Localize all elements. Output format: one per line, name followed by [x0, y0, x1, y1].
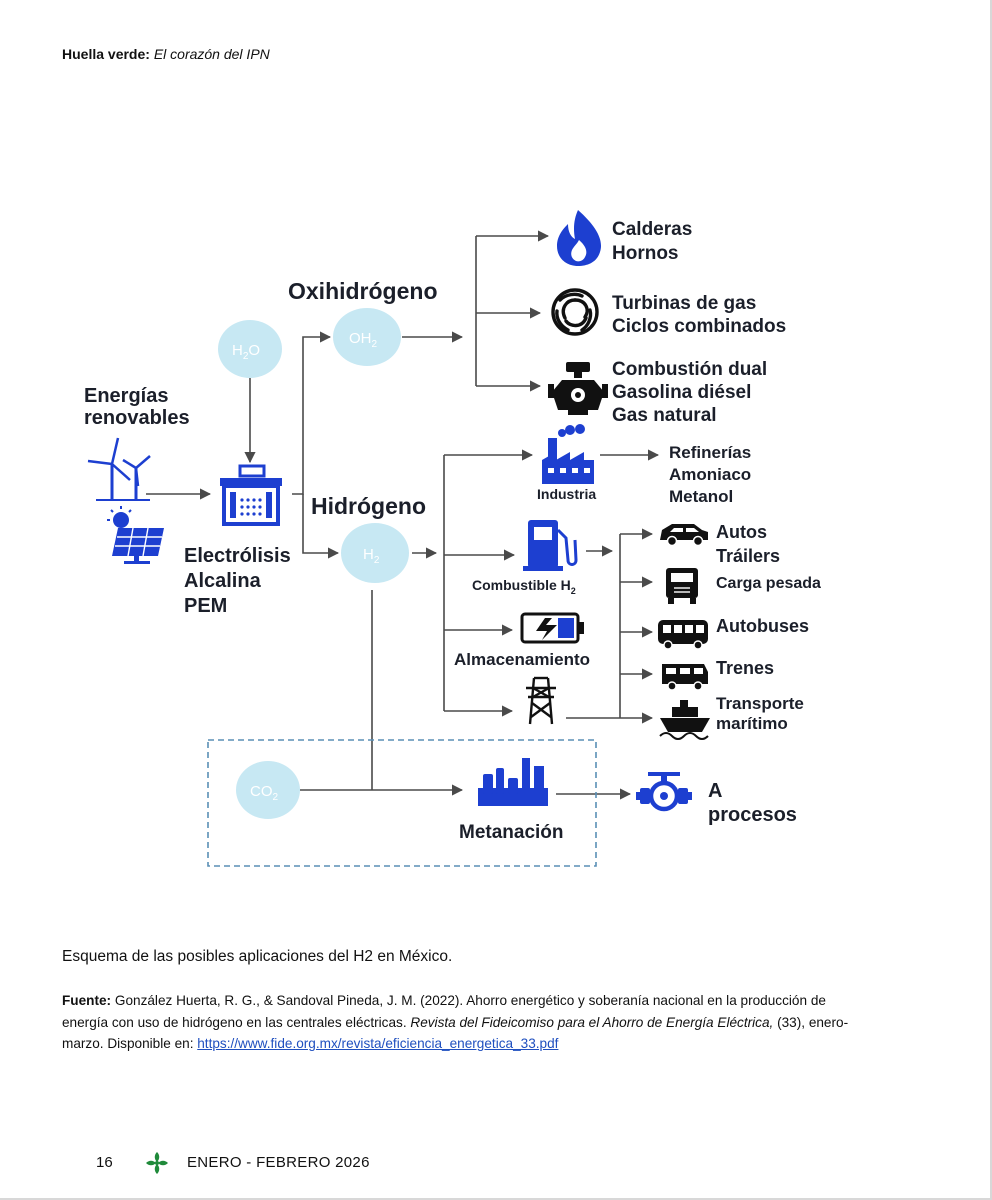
battery-icon [520, 612, 584, 644]
connectors [146, 230, 660, 800]
source-citation: Fuente: González Huerta, R. G., & Sandov… [62, 990, 862, 1055]
svg-text:H2O: H2O [232, 342, 260, 362]
autobuses-label: Autobuses [716, 616, 809, 636]
arrow-to-oxyhydrogen [292, 331, 332, 495]
oh2-sub: 2 [372, 339, 378, 350]
source-label: Fuente: [62, 993, 112, 1008]
water-label: H [232, 342, 243, 359]
transporte-label: Transporte marítimo [716, 694, 809, 733]
refinerias-label: Refinerías Amoniaco Metanol [669, 443, 756, 506]
figure-caption: Esquema de las posibles aplicaciones del… [62, 948, 453, 965]
carga-label: Carga pesada [716, 575, 821, 592]
renewables-label: Energías renovables [84, 385, 190, 429]
running-head: Huella verde: El corazón del IPN [62, 46, 270, 62]
turbine-icon [551, 288, 599, 336]
power-tower-icon [526, 676, 556, 725]
arrow-to-hydrogen [302, 494, 340, 559]
water-sub: 2 [243, 351, 249, 362]
co2-label: CO [250, 783, 273, 800]
hydrogen-heading: Hidrógeno [311, 493, 426, 519]
metanacion-label: Metanación [459, 822, 564, 843]
valve-icon [636, 772, 692, 812]
train-icon [662, 664, 708, 691]
source-text-2: (33), enero-marzo. Disponible en: [62, 1014, 849, 1052]
running-head-bold: Huella verde: [62, 46, 150, 62]
factory-icon [542, 424, 594, 484]
procesos-label: A procesos [708, 780, 797, 826]
combustible-label: Combustible H2 [472, 577, 576, 596]
industria-label: Industria [537, 486, 596, 502]
oxyhydrogen-heading: Oxihidrógeno [288, 278, 438, 304]
ipn-leaf-logo-icon [146, 1152, 168, 1174]
truck-icon [666, 568, 698, 604]
hydrogen-applications-diagram: H2O OH2 H2 CO2 Energías renovables Elect… [84, 210, 821, 867]
methanation-box [207, 739, 597, 867]
source-journal: Revista del Fideicomiso para el Ahorro d… [410, 1014, 774, 1030]
source-text-1: González Huerta, R. G., & Sandoval Pined… [62, 993, 826, 1030]
trenes-label: Trenes [716, 658, 774, 678]
co2-sub: 2 [273, 792, 279, 803]
turbinas-label: Turbinas de gas Ciclos combinados [612, 293, 786, 337]
h2-bubble: H2 [341, 523, 409, 583]
bus-icon [658, 620, 708, 650]
water-end: O [248, 342, 260, 359]
oh2-label: OH [349, 330, 372, 347]
h2-label: H [363, 546, 374, 563]
engine-icon [548, 362, 608, 415]
electrolyzer-icon [220, 464, 282, 526]
ship-icon [659, 700, 710, 740]
running-head-italic: El corazón del IPN [153, 46, 270, 62]
calderas-label: Calderas Hornos [612, 219, 698, 264]
almacenamiento-label: Almacenamiento [454, 650, 590, 669]
svg-text:H2: H2 [363, 546, 380, 566]
svg-text:OH2: OH2 [349, 330, 378, 350]
co2-bubble: CO2 [236, 761, 300, 819]
solar-panel-icon [107, 506, 164, 564]
autos-label: Autos Tráilers [716, 522, 780, 566]
refinery-icon [478, 758, 548, 806]
svg-text:CO2: CO2 [250, 783, 279, 803]
wind-turbine-icon [87, 437, 151, 501]
water-bubble: H2O [218, 320, 282, 378]
combustion-label: Combustión dual Gasolina diésel Gas natu… [612, 359, 772, 426]
page-number: 16 [96, 1154, 113, 1171]
electrolysis-label: Electrólisis Alcalina PEM [184, 545, 296, 617]
page-footer: 16 ENERO - FEBRERO 2026 [0, 1150, 992, 1176]
source-link[interactable]: https://www.fide.org.mx/revista/eficienc… [197, 1036, 559, 1051]
h2-sub: 2 [374, 555, 380, 566]
car-icon [660, 524, 708, 547]
issue-date: ENERO - FEBRERO 2026 [187, 1154, 370, 1171]
flame-icon [557, 210, 602, 266]
oh2-bubble: OH2 [333, 308, 401, 366]
fuel-pump-icon [523, 520, 578, 571]
